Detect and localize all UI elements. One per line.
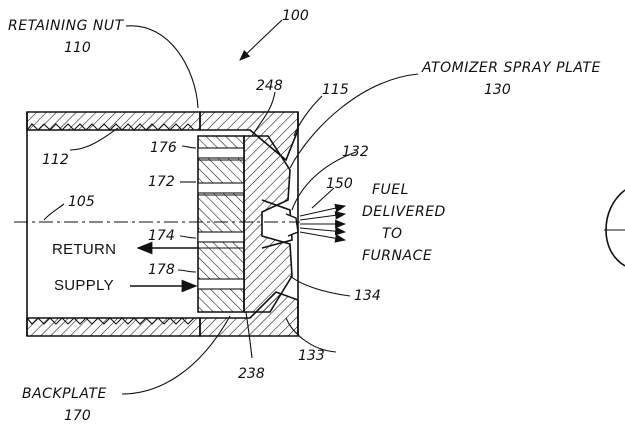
ref-176: 176	[150, 140, 177, 156]
fuel-label-1: FUEL	[372, 182, 409, 198]
ref-115: 115	[322, 82, 349, 98]
figure-ref-number: 100	[282, 8, 309, 24]
ref-248: 248	[256, 78, 283, 94]
fuel-label-4: FURNACE	[362, 248, 432, 264]
atomizer-label: ATOMIZER SPRAY PLATE	[421, 60, 601, 76]
ref-172: 172	[148, 174, 175, 190]
atomizer-spray-plate	[244, 136, 298, 312]
fuel-label-2: DELIVERED	[362, 204, 446, 220]
ref-174: 174	[148, 228, 175, 244]
ref-105: 105	[68, 194, 95, 210]
ref-133: 133	[298, 348, 325, 364]
spray-arrows	[300, 206, 345, 240]
backplate-number: 170	[64, 408, 91, 424]
ref-150: 150	[326, 176, 353, 192]
ref-238: 238	[238, 366, 265, 382]
fuel-label-3: TO	[382, 226, 403, 242]
return-label: RETURN	[52, 241, 116, 258]
backplate-label: BACKPLATE	[22, 386, 107, 402]
supply-label: SUPPLY	[54, 277, 114, 294]
ref-178: 178	[148, 262, 175, 278]
retaining-nut-number: 110	[64, 40, 91, 56]
ref-112: 112	[42, 152, 69, 168]
partial-circle	[606, 190, 625, 266]
atomizer-number: 130	[484, 82, 511, 98]
backplate	[198, 136, 244, 312]
retaining-nut-label: RETAINING NUT	[8, 18, 125, 34]
ref-134: 134	[354, 288, 381, 304]
ref-132: 132	[342, 144, 369, 160]
